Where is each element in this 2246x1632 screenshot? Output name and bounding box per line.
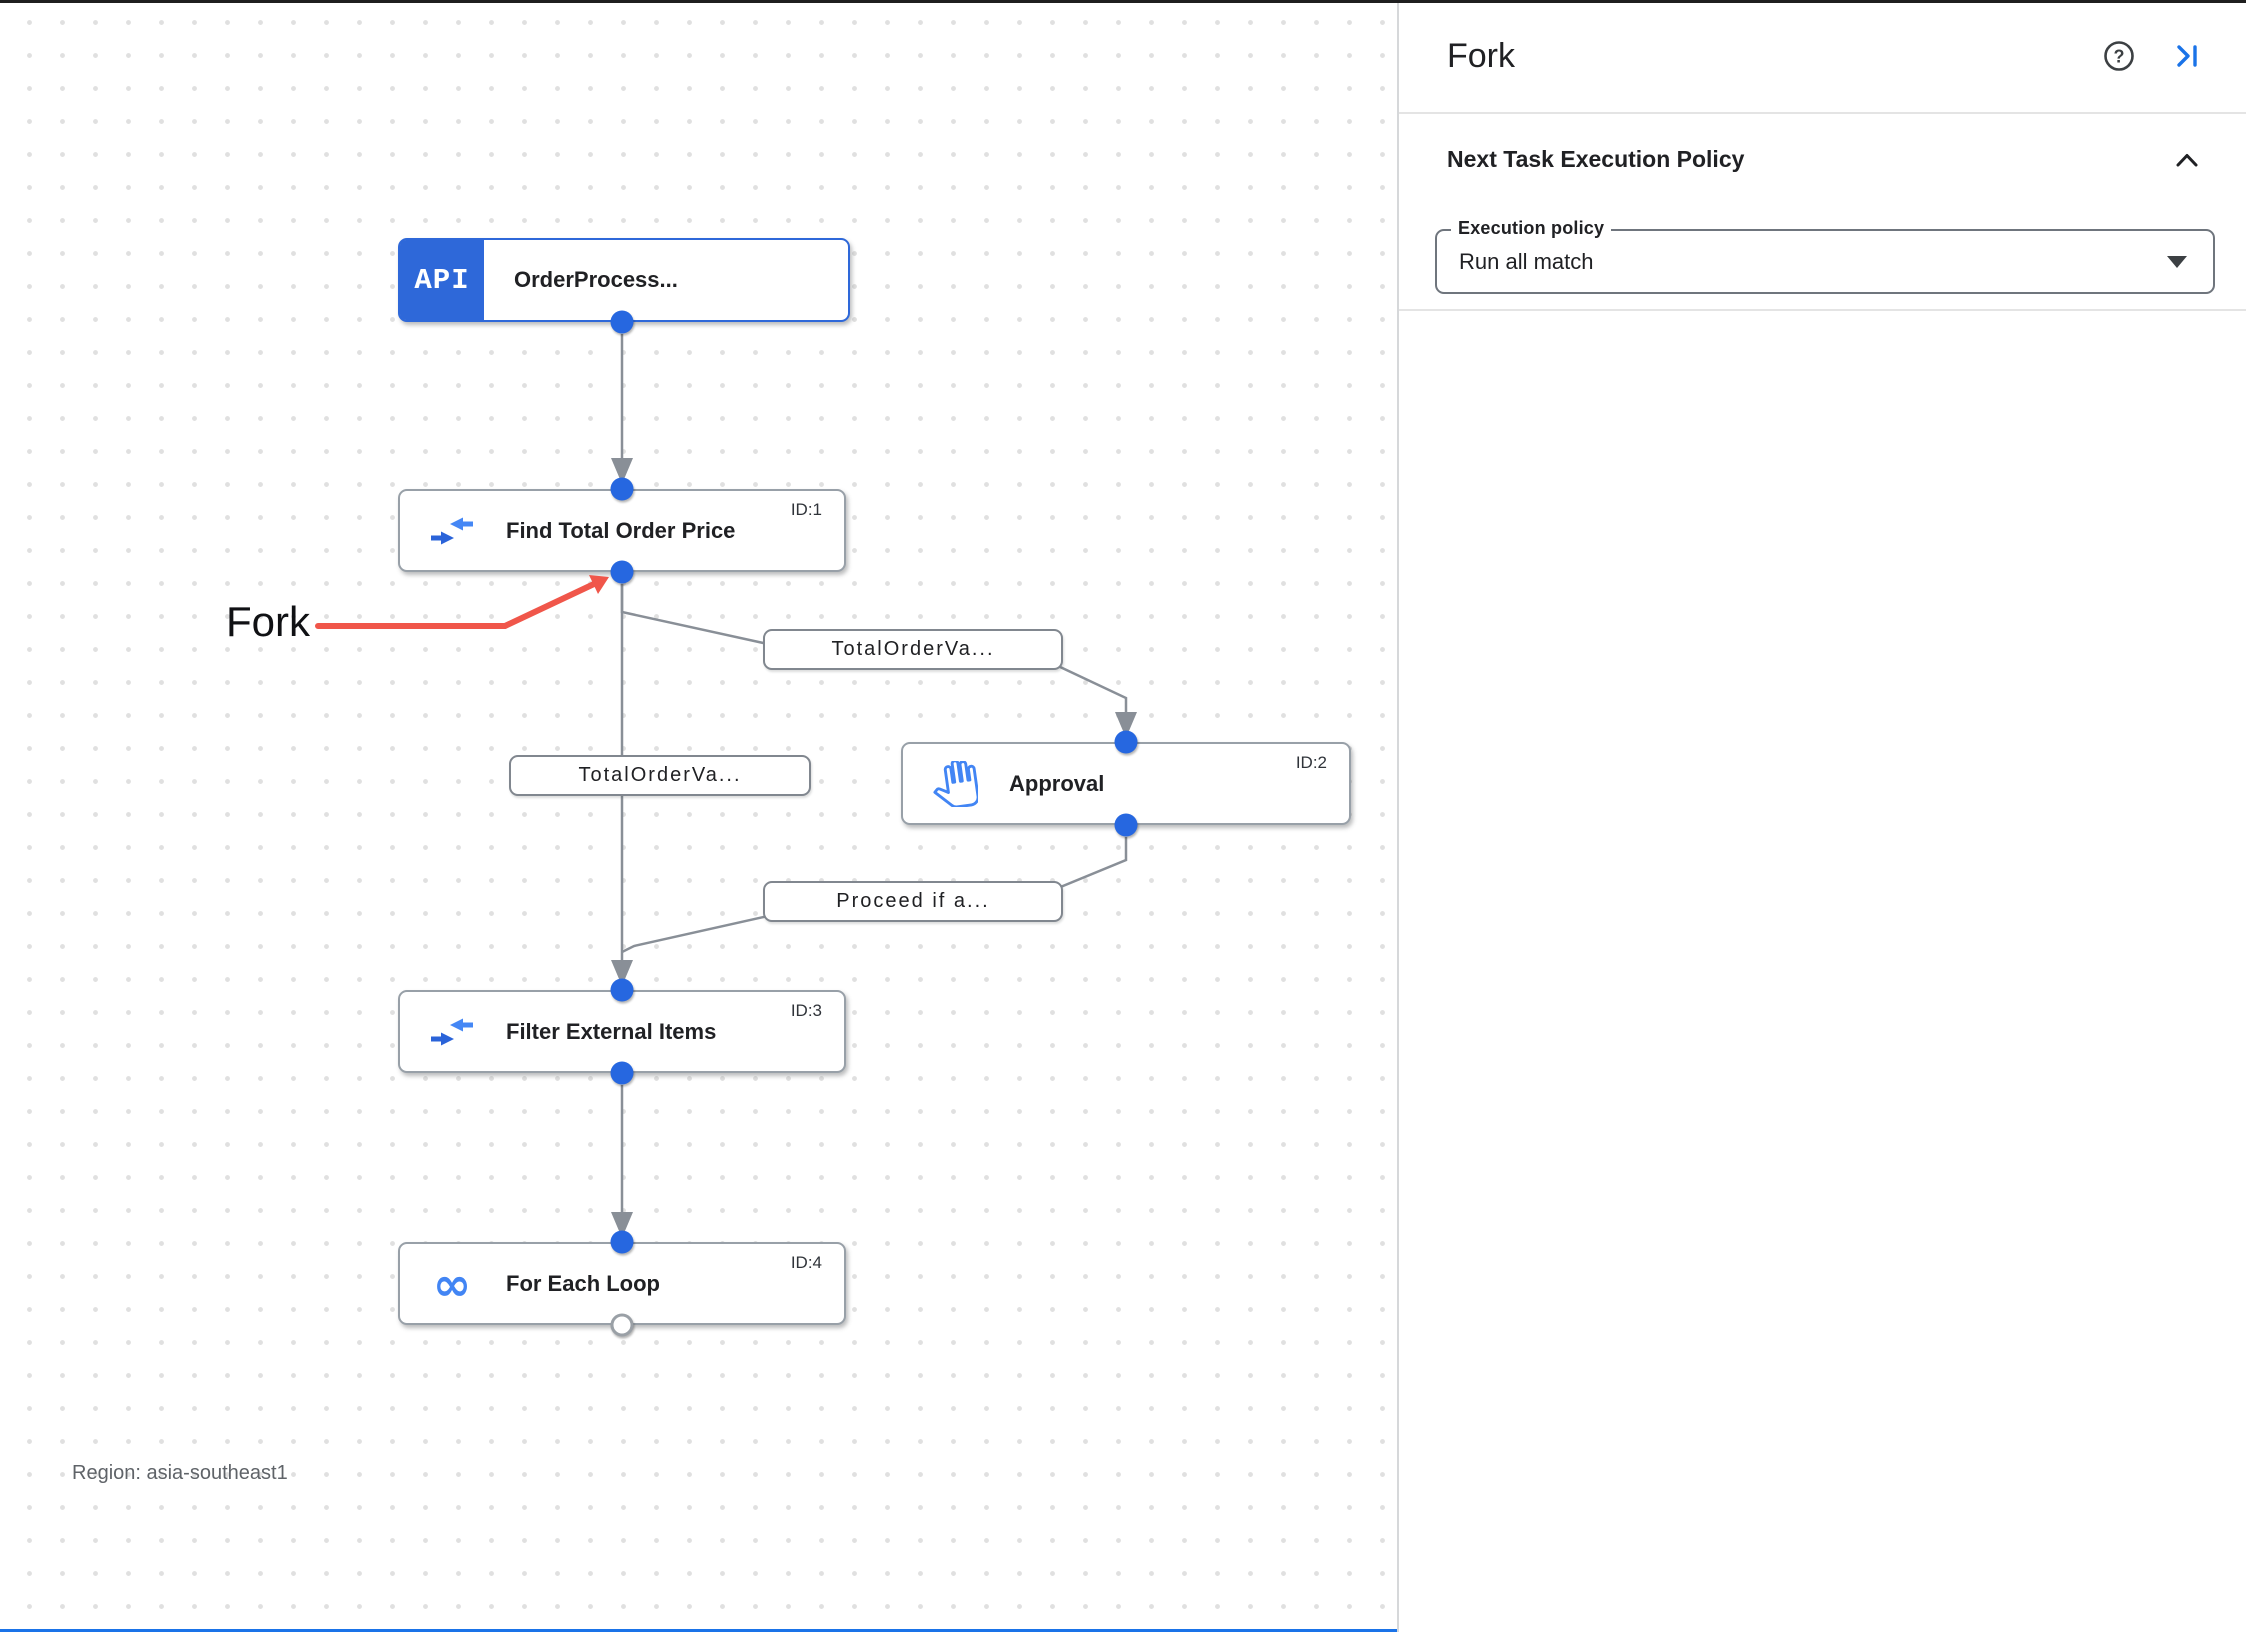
edge-condition-text: Proceed if a... xyxy=(836,890,990,912)
execution-policy-label: Execution policy xyxy=(1451,218,1612,239)
collapse-panel-icon[interactable] xyxy=(2170,39,2204,73)
port-filter-input[interactable] xyxy=(610,978,634,1002)
workflow-canvas[interactable]: API OrderProcess... Find Total Order Pri… xyxy=(0,0,1397,1632)
port-foreach-input[interactable] xyxy=(610,1230,634,1254)
port-find-input[interactable] xyxy=(610,477,634,501)
node-title: Find Total Order Price xyxy=(506,517,736,543)
region-label: Region: asia-southeast1 xyxy=(72,1462,288,1484)
hand-approval-icon xyxy=(931,760,979,807)
node-title: For Each Loop xyxy=(506,1270,660,1296)
section-divider xyxy=(1399,309,2246,311)
node-title: Filter External Items xyxy=(506,1018,717,1044)
task-config-panel: Fork ? Next Task Execution Policy Execut… xyxy=(1397,0,2246,1632)
api-trigger-icon: API xyxy=(400,240,484,320)
panel-header: Fork ? xyxy=(1399,0,2246,114)
node-id-label: ID:1 xyxy=(790,500,822,519)
help-icon[interactable]: ? xyxy=(2102,39,2136,73)
node-id-label: ID:2 xyxy=(1295,753,1327,772)
node-title: OrderProcess... xyxy=(514,267,678,292)
dropdown-caret-icon xyxy=(2167,255,2187,268)
edge-condition-text: TotalOrderVa... xyxy=(578,764,742,786)
canvas-bottom-scroll-indicator[interactable] xyxy=(0,1629,1397,1632)
node-id-label: ID:3 xyxy=(790,1001,822,1020)
execution-policy-value: Run all match xyxy=(1459,248,1594,274)
edge-condition-label[interactable]: TotalOrderVa... xyxy=(509,755,811,796)
data-mapping-icon xyxy=(428,513,476,549)
port-foreach-output-empty[interactable] xyxy=(610,1313,634,1337)
edge-condition-label[interactable]: TotalOrderVa... xyxy=(763,629,1063,670)
chevron-up-icon[interactable] xyxy=(2172,146,2202,181)
execution-policy-select[interactable]: Execution policy Run all match xyxy=(1435,218,2215,294)
port-approval-output[interactable] xyxy=(1114,813,1138,837)
panel-title: Fork xyxy=(1447,36,1515,75)
node-order-process-trigger[interactable]: API OrderProcess... xyxy=(398,238,850,322)
window-top-edge xyxy=(0,0,2246,3)
edge-condition-text: TotalOrderVa... xyxy=(831,638,995,660)
port-approval-input[interactable] xyxy=(1114,730,1138,754)
edge-condition-label[interactable]: Proceed if a... xyxy=(763,881,1063,922)
fork-annotation-label: Fork xyxy=(226,598,310,645)
data-mapping-icon xyxy=(428,1014,476,1050)
section-title-next-task-execution-policy: Next Task Execution Policy xyxy=(1447,146,1745,172)
node-title: Approval xyxy=(1009,770,1105,796)
node-id-label: ID:4 xyxy=(790,1253,822,1272)
port-filter-output[interactable] xyxy=(610,1061,634,1085)
port-trigger-output[interactable] xyxy=(610,310,634,334)
port-find-output-fork[interactable] xyxy=(610,560,634,584)
infinity-loop-icon: ∞ xyxy=(432,1256,472,1311)
svg-text:?: ? xyxy=(2114,47,2125,67)
node-approval[interactable]: Approval ID:2 xyxy=(901,742,1351,825)
